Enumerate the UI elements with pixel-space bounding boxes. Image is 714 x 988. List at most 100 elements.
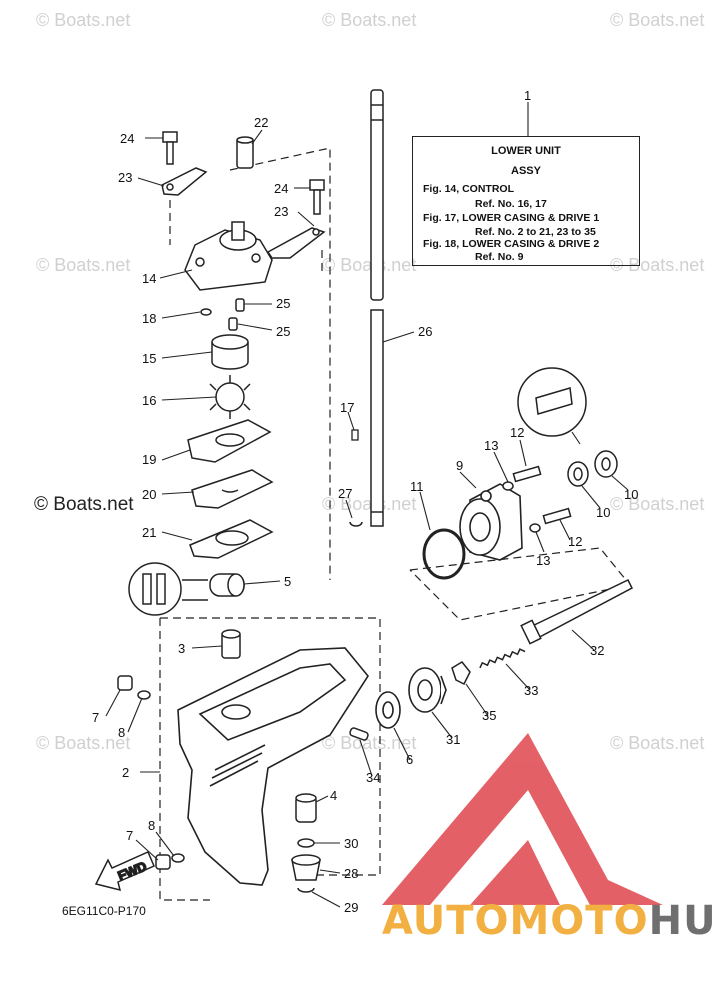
pin-34	[349, 727, 369, 741]
callout-34: 34	[366, 770, 380, 785]
callout-29: 29	[344, 900, 358, 915]
leader-lines	[105, 102, 629, 908]
spring	[479, 648, 526, 669]
fwd-arrow-icon: FWD	[94, 851, 155, 892]
callout-5: 5	[284, 574, 291, 589]
watermark: © Boats.net	[322, 255, 417, 275]
callout-28: 28	[344, 866, 358, 881]
diagram-code: 6EG11C0-P170	[62, 904, 146, 918]
info-box-line: Fig. 18, LOWER CASING & DRIVE 2	[423, 238, 600, 250]
callout-19: 19	[142, 452, 156, 467]
automotohub-logo: AUTOMOTOHUB	[382, 898, 714, 944]
callout-21: 21	[142, 525, 156, 540]
callout-26: 26	[418, 324, 432, 339]
o-ring	[422, 528, 466, 580]
prop-shaft-housing	[459, 483, 523, 561]
callout-14: 14	[142, 271, 156, 286]
info-box-line: Fig. 14, CONTROL	[423, 183, 515, 195]
callout-33: 33	[524, 683, 538, 698]
info-box-line: Fig. 17, LOWER CASING & DRIVE 1	[423, 212, 600, 224]
clip-27	[349, 521, 363, 527]
gaskets	[187, 419, 274, 559]
callout-27: 27	[338, 486, 352, 501]
callouts: 1 2 3 4 5 6 7 7 8 8 9 10 10 11 12 12 13 …	[92, 88, 638, 915]
callout-3: 3	[178, 641, 185, 656]
callout-8: 8	[148, 818, 155, 833]
info-box-line: Ref. No. 9	[475, 251, 524, 263]
watermark: © Boats.net	[36, 255, 131, 275]
bolt-24-upper	[162, 131, 178, 165]
callout-7: 7	[126, 828, 133, 843]
callout-12: 12	[510, 425, 524, 440]
assembly-info-box: LOWER UNIT ASSY Fig. 14, CONTROL Ref. No…	[412, 136, 640, 266]
info-box-line: Ref. No. 16, 17	[475, 198, 547, 210]
sleeve-4	[295, 793, 317, 823]
watermark: © Boats.net	[36, 733, 131, 753]
callout-24: 24	[120, 131, 134, 146]
pinion-gear	[291, 854, 321, 881]
washer-18	[200, 308, 212, 316]
detail-bubble-grease	[517, 367, 587, 437]
callout-16: 16	[142, 393, 156, 408]
callout-24: 24	[274, 181, 288, 196]
insert-cartridge	[211, 334, 249, 370]
drive-shaft	[370, 89, 384, 527]
callout-17: 17	[340, 400, 354, 415]
housing-bolts	[502, 465, 572, 533]
callout-20: 20	[142, 487, 156, 502]
plate-23-lower	[266, 227, 326, 259]
drain-plug-upper	[117, 675, 151, 700]
callout-7: 7	[92, 710, 99, 725]
watermark: © Boats.net	[610, 733, 705, 753]
callout-23: 23	[118, 170, 132, 185]
callout-10: 10	[624, 487, 638, 502]
logo-part-1: AUTOMOTO	[382, 898, 649, 944]
circlip-29	[297, 887, 315, 893]
callout-1: 1	[524, 88, 531, 103]
watermark: © Boats.net	[322, 10, 417, 30]
callout-15: 15	[142, 351, 156, 366]
callout-8: 8	[118, 725, 125, 740]
plate-23-upper	[161, 167, 208, 196]
watermark: © Boats.net	[610, 255, 705, 275]
watermark: © Boats.net	[34, 494, 134, 515]
propeller-shaft	[520, 579, 633, 645]
watermark: © Boats.net	[610, 10, 705, 30]
callout-32: 32	[590, 643, 604, 658]
logo-part-2: HUB	[648, 898, 714, 944]
pump-housing	[184, 221, 273, 291]
info-box-subtitle: ASSY	[511, 165, 541, 177]
watermark: © Boats.net	[322, 494, 417, 514]
washer-30	[297, 838, 315, 848]
bearing-5	[209, 573, 245, 597]
callout-13: 13	[484, 438, 498, 453]
callout-9: 9	[456, 458, 463, 473]
info-box-line: Ref. No. 2 to 21, 23 to 35	[475, 226, 596, 238]
seals-10	[567, 450, 618, 487]
callout-25: 25	[276, 324, 290, 339]
callout-12: 12	[568, 534, 582, 549]
clutch-pin	[451, 661, 471, 686]
callout-35: 35	[482, 708, 496, 723]
logo-mark	[382, 733, 663, 905]
callout-4: 4	[330, 788, 337, 803]
bolt-24-lower	[309, 179, 325, 215]
pin-17	[351, 429, 359, 441]
dowel-pins	[228, 298, 245, 331]
callout-2: 2	[122, 765, 129, 780]
lower-casing	[177, 647, 369, 886]
watermark: © Boats.net	[322, 733, 417, 753]
forward-gear	[408, 667, 447, 713]
callout-31: 31	[446, 732, 460, 747]
callout-10: 10	[596, 505, 610, 520]
watermark: © Boats.net	[610, 494, 705, 514]
callout-11: 11	[410, 479, 424, 494]
callout-30: 30	[344, 836, 358, 851]
fwd-label: FWD	[116, 858, 149, 883]
bearing-6	[375, 691, 401, 729]
info-box-title: LOWER UNIT	[491, 145, 561, 157]
detail-bubble-oil-seal	[128, 562, 208, 616]
callout-25: 25	[276, 296, 290, 311]
watermark: © Boats.net	[36, 10, 131, 30]
